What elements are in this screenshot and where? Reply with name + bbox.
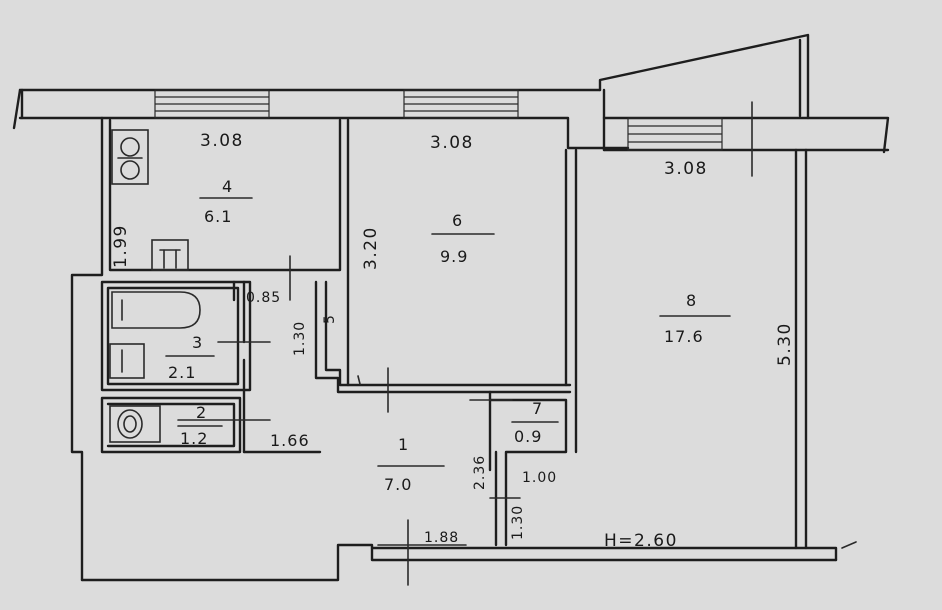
dim-kitchen-width: 3.08	[200, 131, 244, 151]
balcony	[598, 33, 810, 120]
room-area: 9.9	[440, 247, 468, 266]
dim-bath-stub: 5	[322, 314, 338, 324]
room-label-2: 2 1.2	[177, 403, 223, 448]
dim-room8-depth: 5.30	[775, 322, 795, 366]
dim-kitchen-depth: 1.99	[111, 224, 131, 268]
room-wc	[100, 396, 242, 454]
dim-room6-width: 3.08	[430, 133, 474, 153]
room-number: 4	[222, 177, 232, 196]
room-area: 1.2	[180, 429, 208, 448]
wall-right	[794, 148, 808, 550]
room-label-6: 6 9.9	[431, 211, 495, 266]
room-label-7: 7 0.9	[511, 399, 559, 446]
partition-bath-corridor	[177, 255, 572, 454]
dim-wc-stub: 1.30	[292, 321, 308, 356]
room-number: 8	[686, 291, 696, 310]
window-room-8	[627, 101, 753, 177]
toilet-icon	[109, 405, 161, 443]
room-number: 7	[532, 399, 542, 418]
room-label-8: 8 17.6	[659, 291, 731, 346]
stove-icon	[111, 129, 149, 185]
room-number: 2	[196, 403, 206, 422]
room-number: 3	[192, 333, 202, 352]
dim-hall-closet: 2.36	[472, 455, 488, 490]
room-number: 1	[398, 435, 408, 454]
sink-icon	[151, 239, 189, 271]
ceiling-height: H=2.60	[604, 531, 678, 551]
room-kitchen	[108, 118, 350, 387]
dim-room8-width: 3.08	[664, 159, 708, 179]
wall-room6-room8	[564, 148, 578, 454]
room-label-3: 3 2.1	[165, 333, 215, 382]
exterior-wall-bottom	[80, 541, 857, 582]
dim-hall-lower: 1.30	[510, 505, 526, 540]
entrance-marks	[377, 497, 521, 586]
bathtub-icon	[111, 291, 201, 329]
exterior-wall-top	[12, 88, 630, 150]
dim-bath-door: 0.85	[246, 290, 281, 306]
room-bath	[100, 280, 252, 392]
dim-room6-depth: 3.20	[361, 226, 381, 270]
dim-entrance: 1.88	[424, 530, 459, 546]
room-label-4: 4 6.1	[199, 177, 253, 226]
room-area: 17.6	[664, 327, 704, 346]
dim-closet-width: 1.00	[522, 470, 557, 486]
window-kitchen	[154, 89, 270, 119]
room-area: 0.9	[514, 427, 542, 446]
room-label-1: 1 7.0	[377, 435, 445, 494]
room-area: 7.0	[384, 475, 412, 494]
room-area: 2.1	[168, 363, 196, 382]
room-number: 6	[452, 211, 462, 230]
dim-hall-wc: 1.66	[270, 431, 310, 450]
washbasin-icon	[109, 343, 145, 379]
exterior-wall-left	[70, 116, 104, 582]
room-area: 6.1	[204, 207, 232, 226]
window-room-6	[403, 89, 519, 119]
exterior-wall-right-top	[602, 88, 890, 154]
